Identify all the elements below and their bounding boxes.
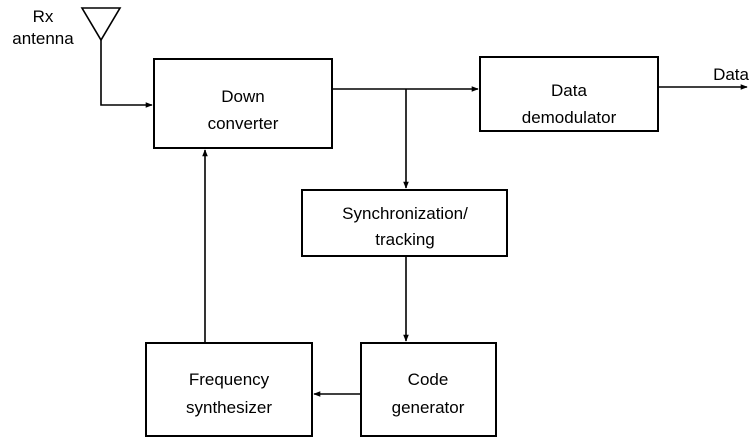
data-demodulator-label-line2: demodulator xyxy=(522,108,617,127)
frequency-synthesizer-label-line1: Frequency xyxy=(189,370,270,389)
down-converter-block xyxy=(153,58,333,149)
antenna-icon xyxy=(80,7,122,62)
data-demodulator-label-line1: Data xyxy=(551,81,587,100)
sync-tracking-label-line1: Synchronization/ xyxy=(342,204,468,223)
down-converter-label-line2: converter xyxy=(208,114,279,133)
frequency-synthesizer-label-line2: synthesizer xyxy=(186,398,272,417)
sync-tracking-label-line2: tracking xyxy=(375,230,435,249)
data-demodulator-block xyxy=(479,56,659,132)
antenna-to-down-converter-arrow xyxy=(100,62,153,108)
code-generator-block xyxy=(360,342,497,437)
down-converter-label-line1: Down xyxy=(221,87,264,106)
code-generator-label-line2: generator xyxy=(392,398,465,417)
sync-tracking-block xyxy=(301,189,508,257)
data-output-label: Data xyxy=(713,65,749,84)
antenna-label-line2: antenna xyxy=(12,29,74,48)
code-generator-label-line1: Code xyxy=(408,370,449,389)
frequency-synthesizer-block xyxy=(145,342,313,437)
antenna-label-line1: Rx xyxy=(33,7,54,26)
